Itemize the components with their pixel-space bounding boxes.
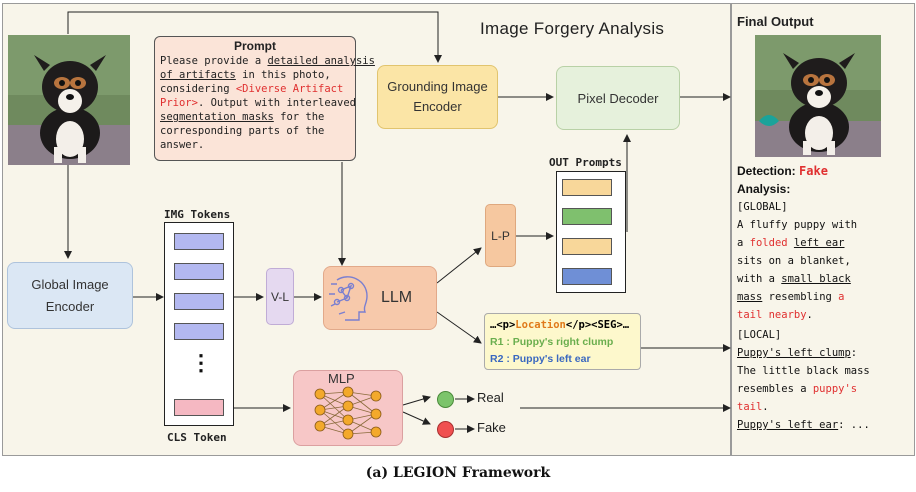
prompt-underline: of artifacts — [160, 69, 236, 81]
global-image-encoder-block: Global Image Encoder — [7, 262, 133, 329]
underline-span: Puppy's left clump — [737, 347, 851, 359]
final-analysis-text: Detection: Fake Analysis: [GLOBAL] A flu… — [737, 162, 911, 434]
analysis-line: Puppy's left ear: ... — [737, 416, 911, 434]
text-span: with a — [737, 273, 782, 285]
region-r2: R2 : Puppy's left ear — [490, 353, 591, 365]
underline-span: mass — [737, 291, 763, 303]
img-tokens-label: IMG Tokens — [164, 208, 231, 221]
location-word: Location — [515, 319, 566, 331]
global-tag: [GLOBAL] — [737, 201, 788, 213]
analysis-line: The little black mass — [737, 365, 870, 377]
local-tag: [LOCAL] — [737, 329, 782, 341]
cls-token-label: CLS Token — [167, 431, 227, 444]
img-token — [174, 263, 224, 280]
red-span: folded — [749, 237, 788, 249]
red-span: puppy's — [812, 383, 858, 395]
output-dog-image — [755, 35, 881, 157]
text-span: . — [806, 309, 813, 321]
final-output-heading: Final Output — [737, 14, 814, 29]
lp-projection-block: L-P — [485, 204, 516, 267]
prompt-line: answer. — [160, 139, 205, 151]
neural-net-icon — [314, 386, 382, 440]
text-span: : — [850, 347, 858, 359]
prompt-line: for the — [273, 111, 325, 123]
real-dot — [437, 391, 454, 408]
out-prompt-token — [562, 208, 612, 225]
location-prefix: …<p> — [490, 319, 516, 331]
pixel-decoder-block: Pixel Decoder — [556, 66, 680, 130]
location-suffix: </p><SEG>… — [565, 319, 630, 331]
text-span: resembling — [762, 291, 839, 303]
llm-label: LLM — [381, 289, 413, 306]
vl-projection-block: V-L — [266, 268, 294, 325]
real-label: Real — [477, 390, 504, 405]
diagram-title: Image Forgery Analysis — [480, 19, 665, 38]
out-prompt-token — [562, 268, 612, 285]
analysis-body: [GLOBAL] A fluffy puppy with a folded le… — [737, 198, 911, 434]
robot-head-icon — [329, 276, 368, 321]
analysis-line: tail nearby. — [737, 306, 911, 324]
analysis-line: sits on a blanket, — [737, 255, 851, 267]
analysis-line: a folded left ear — [737, 234, 911, 252]
input-dog-image — [8, 35, 130, 165]
prompt-line: Please provide a — [160, 55, 268, 67]
grounding-encoder-block: Grounding Image Encoder — [377, 65, 498, 129]
location-tag-line: …<p>Location</p><SEG>… — [490, 317, 635, 334]
prompt-line: . Output with interleaved — [197, 97, 356, 109]
region-r1: R1 : Puppy's right clump — [490, 336, 614, 348]
mlp-label: MLP — [328, 371, 355, 386]
analysis-line: tail. — [737, 398, 911, 416]
img-token — [174, 233, 224, 250]
detection-line: Detection: Fake — [737, 162, 911, 180]
figure-caption: (a) LEGION Framework — [365, 465, 551, 481]
analysis-line: with a small black — [737, 270, 911, 288]
location-box: …<p>Location</p><SEG>… R1 : Puppy's righ… — [484, 313, 641, 370]
prompt-line: in this photo, — [235, 69, 331, 81]
prompt-text: Please provide a detailed analysis of ar… — [160, 54, 375, 152]
fake-label: Fake — [477, 420, 506, 435]
out-prompt-token — [562, 238, 612, 255]
detection-label: Detection: — [737, 164, 800, 178]
prompt-underline: segmentation masks — [160, 111, 274, 123]
analysis-label: Analysis: — [737, 182, 791, 196]
prompt-red: <Diverse Artifact — [235, 83, 344, 95]
analysis-line: mass resembling a — [737, 288, 911, 306]
prompt-line: corresponding parts of the — [160, 125, 325, 137]
prompt-red: Prior> — [160, 97, 198, 109]
cls-token — [174, 399, 224, 416]
red-span: a — [838, 291, 845, 303]
analysis-line: resembles a puppy's — [737, 380, 911, 398]
text-span: . — [762, 401, 769, 413]
red-span: tail — [737, 401, 763, 413]
text-span: : ... — [838, 419, 870, 431]
prompt-box: Prompt Please provide a detailed analysi… — [154, 36, 375, 161]
fake-dot — [437, 421, 454, 438]
img-token — [174, 293, 224, 310]
red-span: tail nearby — [737, 309, 807, 321]
img-token — [174, 323, 224, 340]
out-prompts-label: OUT Prompts — [549, 156, 622, 169]
prompt-heading: Prompt — [234, 39, 276, 53]
prompt-underline: detailed analysis — [267, 55, 375, 67]
prompt-line: considering — [160, 83, 236, 95]
analysis-line: Puppy's left clump: — [737, 344, 911, 362]
text-span: a — [737, 237, 750, 249]
underline-span: Puppy's left ear — [737, 419, 839, 431]
token-ellipsis: ⋮ — [190, 350, 212, 375]
detection-value: Fake — [799, 164, 828, 178]
llm-block — [323, 266, 437, 330]
out-prompt-token — [562, 179, 612, 196]
text-span: resembles a — [737, 383, 813, 395]
analysis-line: A fluffy puppy with — [737, 219, 858, 231]
underline-span: left ear — [793, 237, 845, 249]
underline-span: small black — [781, 273, 851, 285]
